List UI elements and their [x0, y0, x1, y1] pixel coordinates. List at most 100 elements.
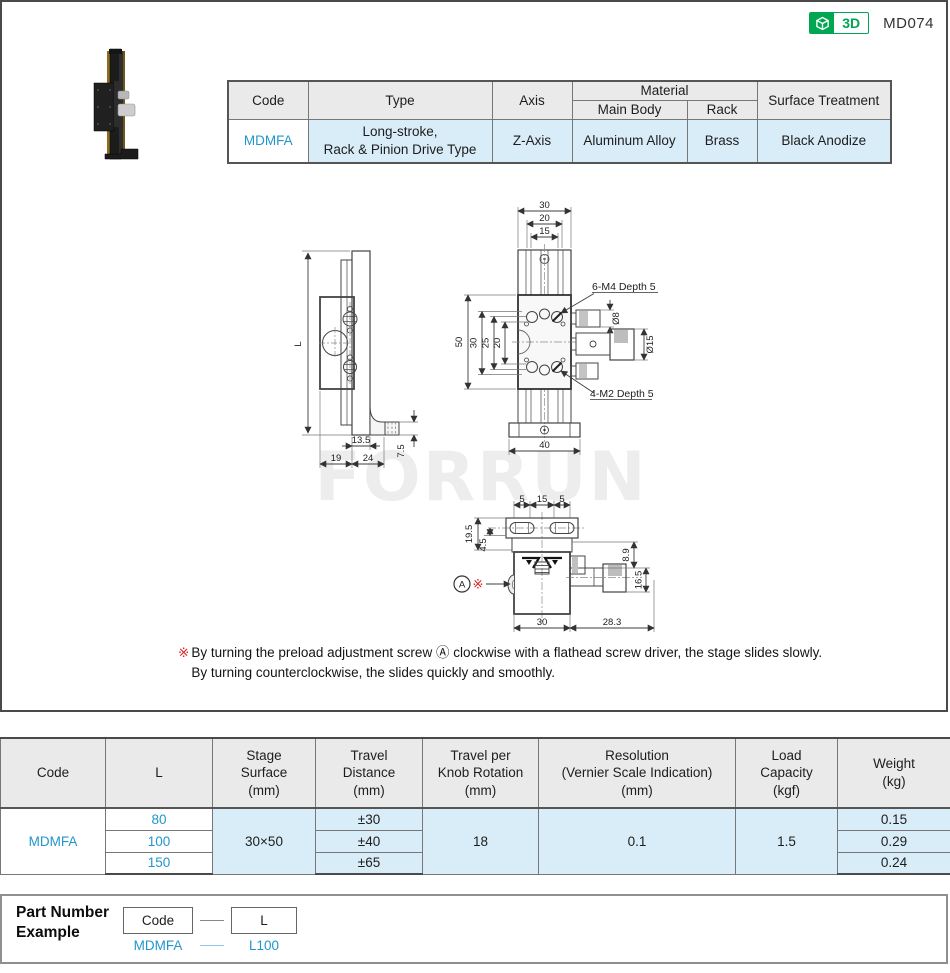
base-flange — [508, 422, 581, 438]
lock-screw-bottom — [575, 362, 599, 380]
adjust-knob-small — [117, 90, 130, 100]
preload-screw — [534, 561, 550, 575]
cell-main-body: Aluminum Alloy — [571, 118, 688, 164]
bottom-spec-table: Code L Stage Surface (mm) Travel Distanc… — [0, 737, 950, 875]
spec-header-load-capacity: Load Capacity (kgf) — [735, 737, 838, 809]
3d-cube-icon — [810, 13, 835, 33]
spec-cell-travel: ±65 — [315, 851, 423, 875]
preload-note: ※ By turning the preload adjustment scre… — [178, 643, 822, 682]
3d-model-badge[interactable]: 3D — [809, 12, 870, 34]
3d-badge-label: 3D — [842, 15, 861, 31]
dim-label-50: 50 — [454, 337, 465, 348]
spec-cell-stage-surface: 30×50 — [212, 807, 316, 875]
screw-a-callout — [453, 575, 471, 593]
spec-cell-code: MDMFA — [0, 807, 106, 875]
drawing-top-view: 5 15 5 19.5 4.5 — [453, 494, 655, 632]
dim-label-24: 24 — [363, 453, 374, 464]
spec-cell-weight: 0.24 — [837, 851, 950, 875]
spec-cell-l: 100 — [105, 829, 213, 853]
col-header-main-body: Main Body — [571, 99, 688, 120]
spec-header-travel-per-knob: Travel per Knob Rotation (mm) — [422, 737, 539, 809]
carriage-side — [114, 81, 123, 127]
spec-header-resolution: Resolution (Vernier Scale Indication) (m… — [538, 737, 736, 809]
col-header-surface: Surface Treatment — [756, 80, 892, 120]
dim-label-7-5: 7.5 — [396, 444, 407, 457]
forrun-watermark: FORRUN — [314, 438, 648, 517]
spec-cell-travel-per-knob: 18 — [422, 807, 539, 875]
dim-label-16-5: 16.5 — [634, 571, 645, 590]
clamp-screw — [342, 311, 358, 327]
main-content-box: 3D MD074 Code Type Axis — [0, 0, 948, 712]
top-spec-row: MDMFA Long-stroke, Rack & Pinion Drive T… — [227, 118, 892, 164]
top-spec-table: Code Type Axis Material Surface Treatmen… — [227, 80, 892, 164]
dim-label-4-5: 4.5 — [478, 538, 489, 551]
screw-a-letter: A — [459, 580, 466, 591]
part-number-l-value: L100 — [248, 938, 280, 953]
annotation-6-m4: 6-M4 Depth 5 — [592, 281, 656, 293]
dim-label-25: 25 — [481, 338, 492, 349]
dim-label-28-3: 28.3 — [603, 617, 622, 628]
dim-label-19: 19 — [331, 453, 342, 464]
part-number-dash-blue — [200, 945, 224, 946]
product-photo — [93, 48, 139, 160]
lock-screw-top-view — [569, 555, 586, 575]
dim-label-15: 15 — [537, 494, 548, 505]
dim-label-30-bottom: 30 — [537, 617, 548, 628]
col-header-axis: Axis — [491, 80, 573, 120]
dim-label-20-top: 20 — [539, 213, 550, 224]
col-header-rack: Rack — [686, 99, 758, 120]
document-code: MD074 — [883, 14, 934, 32]
drive-knob-top-view — [602, 563, 627, 593]
drive-knob — [117, 103, 136, 117]
clamp-screw — [343, 360, 357, 374]
dim-label-13-5: 13.5 — [352, 435, 371, 446]
mounting-slot — [509, 522, 535, 534]
cell-surface: Black Anodize — [756, 118, 892, 164]
spec-cell-weight: 0.15 — [837, 807, 950, 831]
part-number-code-box: Code — [123, 907, 193, 934]
spec-header-l: L — [105, 737, 213, 809]
drawing-side-view: L — [293, 250, 418, 468]
spec-cell-travel: ±30 — [315, 807, 423, 831]
part-number-code-value: MDMFA — [133, 938, 183, 953]
drawing-front-view: 30 20 15 50 30 25 20 40 — [454, 200, 658, 455]
part-number-example-title: Part Number Example — [16, 904, 110, 942]
dim-label-30-top: 30 — [539, 200, 550, 211]
lock-screw-top — [575, 309, 601, 328]
cell-type: Long-stroke, Rack & Pinion Drive Type — [307, 118, 493, 164]
spec-row: MDMFA 80 30×50 ±30 18 0.1 1.5 0.15 — [0, 807, 950, 875]
col-header-code: Code — [227, 80, 309, 120]
rail-top — [109, 49, 122, 54]
spec-header-travel-distance: Travel Distance (mm) — [315, 737, 423, 809]
dim-label-15-top: 15 — [539, 226, 550, 237]
part-number-example-box: Part Number Example Code L MDMFA L100 — [0, 894, 948, 964]
spec-cell-load-capacity: 1.5 — [735, 807, 838, 875]
spec-cell-travel: ±40 — [315, 829, 423, 853]
drive-knob-front — [609, 328, 635, 361]
part-number-l-box: L — [231, 907, 297, 934]
dim-label-L: L — [293, 341, 304, 346]
spec-header-weight: Weight (kg) — [837, 737, 950, 809]
dim-label-19-5: 19.5 — [464, 525, 475, 544]
part-number-dash — [200, 920, 224, 921]
cell-rack: Brass — [686, 118, 758, 164]
dim-label-8-9: 8.9 — [621, 548, 632, 561]
spec-row: 100 ±40 0.29 — [1, 829, 950, 853]
cell-axis: Z-Axis — [491, 118, 573, 164]
mounting-slot — [549, 522, 575, 534]
knob-shaft — [575, 332, 611, 356]
dim-label-40: 40 — [539, 440, 550, 451]
spec-cell-l: 80 — [105, 807, 213, 831]
cell-code: MDMFA — [227, 118, 309, 164]
mounting-foot — [104, 148, 139, 160]
spec-cell-weight: 0.29 — [837, 829, 950, 853]
spec-cell-resolution: 0.1 — [538, 807, 736, 875]
spec-header-stage-surface: Stage Surface (mm) — [212, 737, 316, 809]
dim-label-dia15: Ø15 — [645, 336, 656, 354]
annotation-4-m2: 4-M2 Depth 5 — [590, 388, 654, 400]
dim-label-5-left: 5 — [519, 494, 524, 505]
col-header-type: Type — [307, 80, 493, 120]
dim-label-20-left: 20 — [492, 338, 503, 349]
dim-label-dia8: Ø8 — [611, 312, 622, 325]
